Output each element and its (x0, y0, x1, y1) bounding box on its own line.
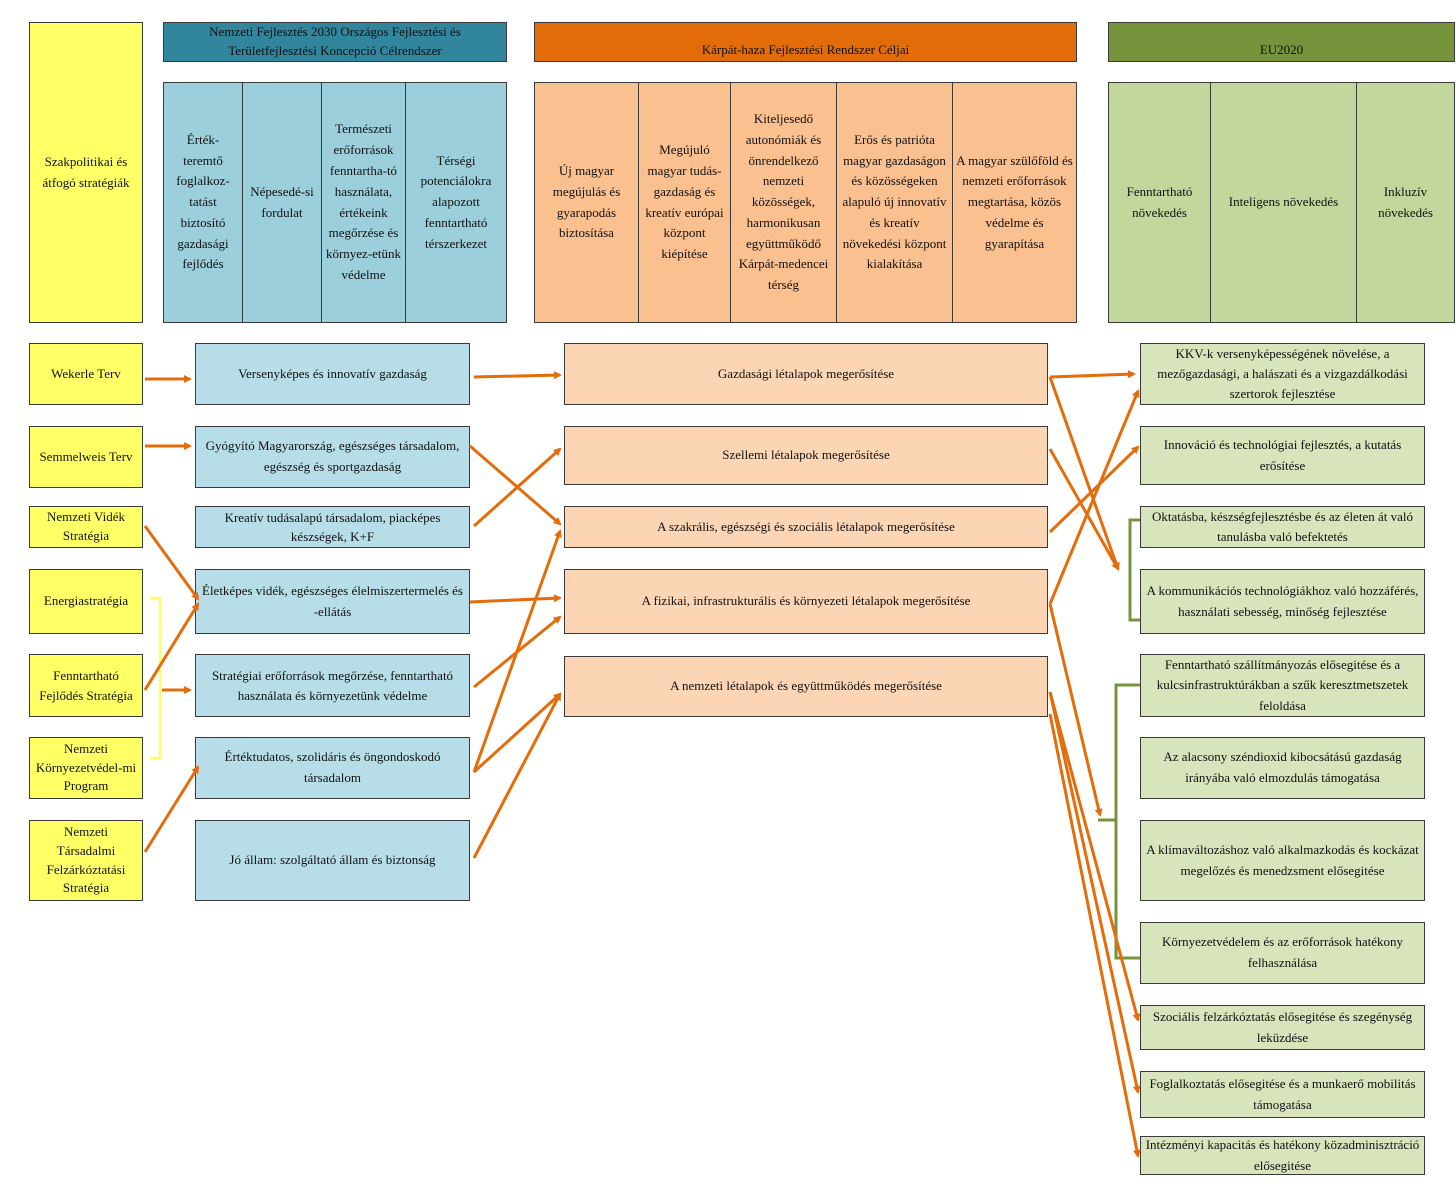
foundation-box: A szakrális, egészségi és szociális léta… (564, 506, 1048, 548)
nf2030-goal: Népesedé-si fordulat (243, 83, 322, 322)
eu2020-goal: Fenntartható növekedés (1109, 83, 1211, 322)
strategy-box: Nemzeti Társadalmi Felzárkóztatási Strat… (29, 820, 143, 901)
nf2030-goal: Természeti erőforrások fenntartha-tó has… (322, 83, 406, 322)
green-bracket (1114, 683, 1140, 960)
arrow (469, 444, 562, 526)
policy-area-box: Jó állam: szolgáltató állam és biztonság (195, 820, 470, 901)
eu-priority-box: Oktatásba, készségfejlesztésbe és az éle… (1140, 506, 1425, 548)
karpat-goal: A magyar szülőföld és nemzeti erőforráso… (956, 152, 1073, 251)
foundation-box: Szellemi létalapok megerősítése (564, 426, 1048, 485)
nf2030-header: Nemzeti Fejlesztés 2030 Országos Fejlesz… (163, 22, 507, 62)
karpat-header: Kárpát-haza Fejlesztési Rendszer Céljai (534, 22, 1077, 62)
karpat-goal: Kiteljesedő autonómiák és önrendelkező n… (731, 83, 837, 322)
nf2030-goals: Érték-teremtő foglalkoz-tatást biztosító… (163, 82, 507, 323)
eu-priority-box: Intézményi kapacitás és hatékony közadmi… (1140, 1136, 1425, 1175)
arrow (143, 525, 200, 601)
eu-priority-box: Innováció és technológiai fejlesztés, a … (1140, 426, 1425, 485)
arrow (1048, 691, 1141, 1094)
eu-priority-box: Fenntartható szállítmányozás elősegitése… (1140, 654, 1425, 717)
eu-priority-box: Az alacsony széndioxid kibocsátású gazda… (1140, 737, 1425, 799)
arrow (143, 765, 200, 853)
eu2020-goal: Inkluzív növekedés (1378, 183, 1433, 220)
strategy-box: Energiastratégia (29, 569, 143, 634)
policy-area-box: Versenyképes és innovatív gazdaság (195, 343, 470, 405)
arrow (472, 447, 562, 528)
karpat-goals: Új magyar megújulás és gyarapodás biztos… (534, 82, 1077, 323)
karpat-goal: Új magyar megújulás és gyarapodás biztos… (535, 83, 639, 322)
arrow (1049, 370, 1136, 379)
green-bracket (1128, 518, 1140, 622)
arrow (469, 594, 562, 604)
foundation-box: A fizikai, infrastrukturális és környeze… (564, 569, 1048, 634)
foundation-box: A nemzeti létalapok és együttműködés meg… (564, 656, 1048, 717)
strategy-box: Nemzeti Környezetvédel-mi Program (29, 737, 143, 799)
strategy-box: Fenntartható Fejlődés Stratégia (29, 654, 143, 717)
arrow (473, 615, 562, 689)
eu-priority-box: Szociális felzárkóztatás elősegitése és … (1140, 1005, 1425, 1050)
eu2020-goals: Fenntartható növekedés Inteligens növeke… (1108, 82, 1455, 323)
eu2020-goal: Inteligens növekedés (1211, 83, 1357, 322)
strategy-box: Wekerle Terv (29, 343, 143, 405)
arrow (1048, 691, 1141, 1022)
strategy-box: Semmelweis Terv (29, 426, 143, 488)
arrow (1048, 445, 1140, 534)
strategy-box: Nemzeti Vidék Stratégia (29, 506, 143, 548)
arrow (472, 692, 562, 774)
arrow (1048, 448, 1120, 571)
arrow (1048, 389, 1140, 605)
policy-area-box: Életképes vidék, egészséges élelmiszerte… (195, 569, 470, 634)
policy-area-box: Kreatív tudásalapú társadalom, piacképes… (195, 506, 470, 548)
eu-priority-box: Környezetvédelem és az erőforrások haték… (1140, 922, 1425, 984)
foundation-box: Gazdasági létalapok megerősítése (564, 343, 1048, 405)
arrow (473, 371, 562, 380)
arrow (1048, 376, 1120, 571)
karpat-goal: Megújuló magyar tudás-gazdaság és kreatí… (639, 83, 731, 322)
eu-priority-box: A kommunikációs technológiákhoz való hoz… (1140, 569, 1425, 634)
eu-priority-box: KKV-k versenyképességének növelése, a me… (1140, 343, 1425, 405)
policy-area-box: Stratégiai erőforrások megőrzése, fennta… (195, 654, 470, 717)
eu-priority-box: A klímaváltozáshoz való alkalmazkodás és… (1140, 820, 1425, 901)
arrow (143, 602, 200, 691)
arrow (472, 692, 562, 859)
eu2020-header: EU2020 (1108, 22, 1455, 62)
nf2030-goal: Térségi potenciálokra alapozott fenntart… (420, 152, 492, 251)
policy-area-box: Értéktudatos, szolidáris és öngondoskodó… (195, 737, 470, 799)
nf2030-goal: Érték-teremtő foglalkoz-tatást biztosító… (164, 83, 243, 322)
yellow-bracket (150, 596, 162, 760)
eu-priority-box: Foglalkoztatás elősegitése és a munkaerő… (1140, 1071, 1425, 1118)
arrow (472, 529, 562, 773)
karpat-goal: Erős és patrióta magyar gazdaságon és kö… (837, 83, 953, 322)
arrow (1048, 713, 1141, 1158)
left-header: Szakpolitikai és átfogó stratégiák (29, 22, 143, 323)
arrow (1048, 603, 1103, 817)
policy-area-box: Gyógyító Magyarország, egészséges társad… (195, 426, 470, 488)
